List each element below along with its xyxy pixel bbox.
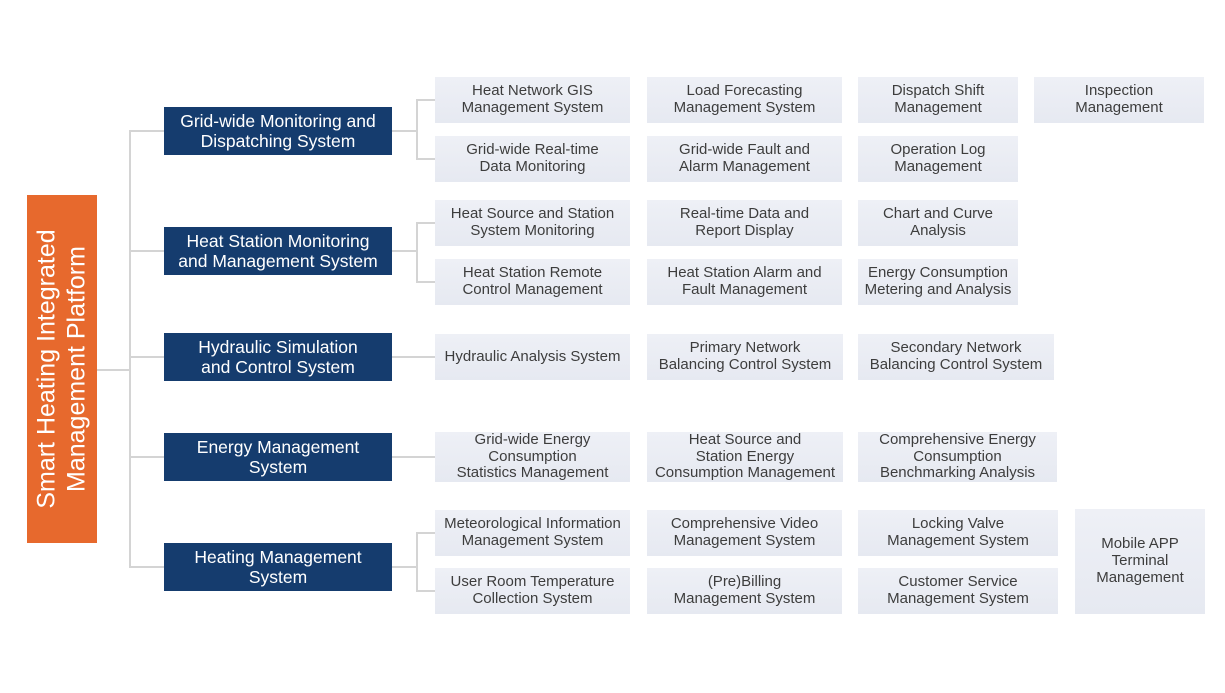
leaf-node: Meteorological Information Management Sy… <box>435 510 630 556</box>
branch-grid-monitoring: Grid-wide Monitoring and Dispatching Sys… <box>164 107 392 155</box>
connector-row5-b <box>416 590 435 592</box>
connector-row1-bracket <box>416 99 418 160</box>
leaf-node: Comprehensive Video Management System <box>647 510 842 556</box>
connector-row2 <box>392 250 418 252</box>
connector-row5 <box>392 566 418 568</box>
connector-row2-b <box>416 281 435 283</box>
connector-root <box>97 369 131 371</box>
leaf-node: Dispatch Shift Management <box>858 77 1018 123</box>
leaf-node: Grid-wide Fault and Alarm Management <box>647 136 842 182</box>
leaf-node: Real-time Data and Report Display <box>647 200 842 246</box>
connector-row1-b <box>416 158 435 160</box>
branch-heat-station: Heat Station Monitoring and Management S… <box>164 227 392 275</box>
leaf-node: Heat Station Alarm and Fault Management <box>647 259 842 305</box>
connector-trunk <box>129 130 131 568</box>
connector-branch-2 <box>131 250 164 252</box>
leaf-node: Inspection Management <box>1034 77 1204 123</box>
leaf-node: Energy Consumption Metering and Analysis <box>858 259 1018 305</box>
connector-row1 <box>392 130 418 132</box>
leaf-node: (Pre)Billing Management System <box>647 568 842 614</box>
connector-branch-4 <box>131 456 164 458</box>
leaf-node: Locking Valve Management System <box>858 510 1058 556</box>
leaf-node: Mobile APP Terminal Management <box>1075 509 1205 614</box>
leaf-node: Grid-wide Real-time Data Monitoring <box>435 136 630 182</box>
branch-energy: Energy Management System <box>164 433 392 481</box>
leaf-node: Chart and Curve Analysis <box>858 200 1018 246</box>
connector-row2-bracket <box>416 222 418 283</box>
leaf-node: Customer Service Management System <box>858 568 1058 614</box>
connector-row5-a <box>416 532 435 534</box>
leaf-node: Heat Source and Station System Monitorin… <box>435 200 630 246</box>
leaf-node: Heat Network GIS Management System <box>435 77 630 123</box>
leaf-node: Primary Network Balancing Control System <box>647 334 843 380</box>
leaf-node: Hydraulic Analysis System <box>435 334 630 380</box>
leaf-node: Comprehensive Energy Consumption Benchma… <box>858 431 1057 482</box>
root-node-label: Smart Heating Integrated Management Plat… <box>32 229 91 509</box>
branch-heating: Heating Management System <box>164 543 392 591</box>
leaf-node: Secondary Network Balancing Control Syst… <box>858 334 1054 380</box>
connector-branch-1 <box>131 130 164 132</box>
leaf-node: Load Forecasting Management System <box>647 77 842 123</box>
leaf-node: Heat Station Remote Control Management <box>435 259 630 305</box>
connector-branch-5 <box>131 566 164 568</box>
branch-hydraulic: Hydraulic Simulation and Control System <box>164 333 392 381</box>
leaf-node: Operation Log Management <box>858 136 1018 182</box>
connector-row3 <box>392 356 435 358</box>
connector-row4 <box>392 456 435 458</box>
root-node: Smart Heating Integrated Management Plat… <box>27 195 97 543</box>
leaf-node: Heat Source and Station Energy Consumpti… <box>647 431 843 482</box>
connector-row1-a <box>416 99 435 101</box>
leaf-node: User Room Temperature Collection System <box>435 568 630 614</box>
connector-row5-bracket <box>416 532 418 592</box>
connector-branch-3 <box>131 356 164 358</box>
leaf-node: Grid-wide Energy Consumption Statistics … <box>435 431 630 482</box>
connector-row2-a <box>416 222 435 224</box>
